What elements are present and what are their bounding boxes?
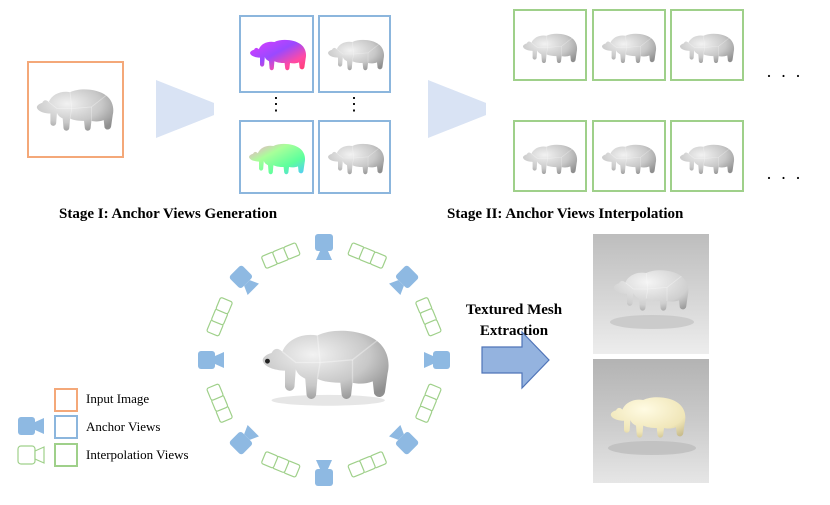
stage1-title: Stage I: Anchor Views Generation (59, 206, 278, 222)
legend-input-swatch (54, 388, 78, 412)
legend-anchor-swatch (54, 415, 78, 439)
ellipsis-top: · · · (766, 66, 803, 86)
interp-frames-icon-4 (205, 383, 234, 424)
interp-frames-icon-1 (414, 383, 443, 424)
stage2-title: Stage II: Anchor Views Interpolation (447, 206, 684, 222)
mesh-title-line1: Textured Mesh (465, 302, 563, 318)
legend-anchor-camera-icon (18, 417, 44, 435)
central-bear-mesh (262, 330, 389, 406)
interp-frames-icon-2 (347, 450, 388, 479)
interp-frames-icon-8 (414, 296, 443, 337)
anchor-camera-icon-8 (388, 264, 420, 296)
legend-interp-camera-icon (17, 445, 45, 465)
interpolation-grid (513, 9, 744, 192)
anchor-camera-icon-1 (424, 351, 450, 369)
legend-interp-swatch (54, 443, 78, 467)
interp-frames-icon-5 (205, 296, 234, 337)
legend-interp-label: Interpolation Views (86, 447, 189, 462)
anchor-camera-icon-4 (228, 424, 260, 456)
extraction-arrow (481, 330, 550, 390)
interp-frames-icon-7 (347, 241, 388, 270)
interp-frames-icon-6 (260, 241, 301, 270)
rendered-mesh-textured (593, 359, 709, 483)
anchor-camera-icon-2 (388, 424, 420, 456)
legend-input-label: Input Image (86, 391, 150, 406)
anchor-camera-icon-6 (228, 264, 260, 296)
interp-frames-icon-3 (260, 450, 301, 479)
vertical-dots-left: ⋮ (267, 94, 285, 114)
vertical-dots-right: ⋮ (345, 94, 363, 114)
anchor-camera-icon-3 (315, 460, 333, 486)
ellipsis-bottom: · · · (766, 168, 803, 188)
rendered-mesh-gray (593, 234, 709, 354)
anchor-camera-icon-5 (198, 351, 224, 369)
mesh-title-line2: Extraction (479, 323, 549, 339)
anchor-camera-icon-7 (315, 234, 333, 260)
legend-anchor-label: Anchor Views (86, 419, 161, 434)
